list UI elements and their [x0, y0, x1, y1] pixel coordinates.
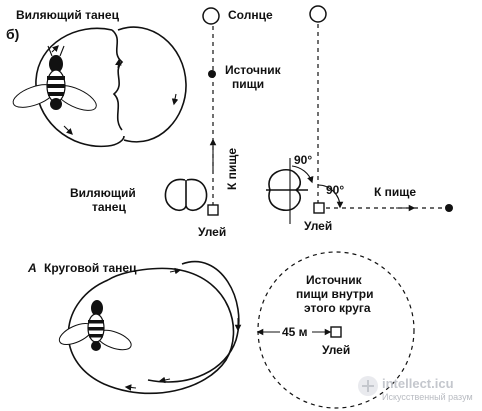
- hive-square-left: [207, 204, 219, 216]
- food-range-circle: [257, 251, 415, 409]
- round-dance-title: Круговой танец: [44, 261, 137, 275]
- circle-text-line-2: пищи внутри: [296, 287, 374, 301]
- food-source-label-1: Источник: [225, 63, 282, 77]
- watermark-brand: intellect.icu: [382, 376, 454, 391]
- food-source-label-2: пищи: [232, 77, 264, 91]
- food-source-dot-right: [445, 204, 453, 212]
- angle-label-right: 90°: [326, 183, 344, 197]
- hive-label-left: Улей: [198, 225, 226, 239]
- bee-illustration-bottom: [58, 300, 132, 351]
- hive-label-bottom: Улей: [322, 343, 350, 357]
- sun-label: Солнце: [228, 8, 273, 22]
- food-source-dot-left: [208, 70, 216, 78]
- waggle-dance-large: [35, 26, 187, 148]
- waggle-small-label-2: танец: [92, 200, 126, 214]
- to-food-horizontal-label: К пище: [374, 185, 416, 199]
- waggle-small-label-1: Виляющий: [70, 186, 136, 200]
- waggle-dance-small-right: [266, 158, 314, 224]
- hive-square-right: [313, 202, 325, 214]
- sun-circle-left: [202, 7, 220, 25]
- waggle-dance-title: Виляющий танец: [16, 8, 120, 22]
- angle-label-top: 90°: [294, 153, 312, 167]
- hive-square-bottom: [330, 326, 342, 338]
- watermark: intellect.icu Искусственный разум: [358, 376, 473, 402]
- panel-letter-a: А: [27, 261, 37, 275]
- watermark-tagline: Искусственный разум: [382, 392, 473, 402]
- hive-label-right: Улей: [304, 219, 332, 233]
- panel-letter-b: б): [6, 26, 19, 42]
- distance-label: 45 м: [282, 325, 308, 339]
- circle-text-line-1: Источник: [306, 273, 363, 287]
- right-angle-arc: [317, 184, 344, 209]
- waggle-dance-small-left: [164, 178, 208, 212]
- to-food-vertical-label: К пище: [225, 148, 239, 190]
- sun-circle-right: [309, 5, 327, 23]
- bee-illustration-top: [12, 45, 97, 111]
- circle-text-line-3: этого круга: [304, 301, 371, 315]
